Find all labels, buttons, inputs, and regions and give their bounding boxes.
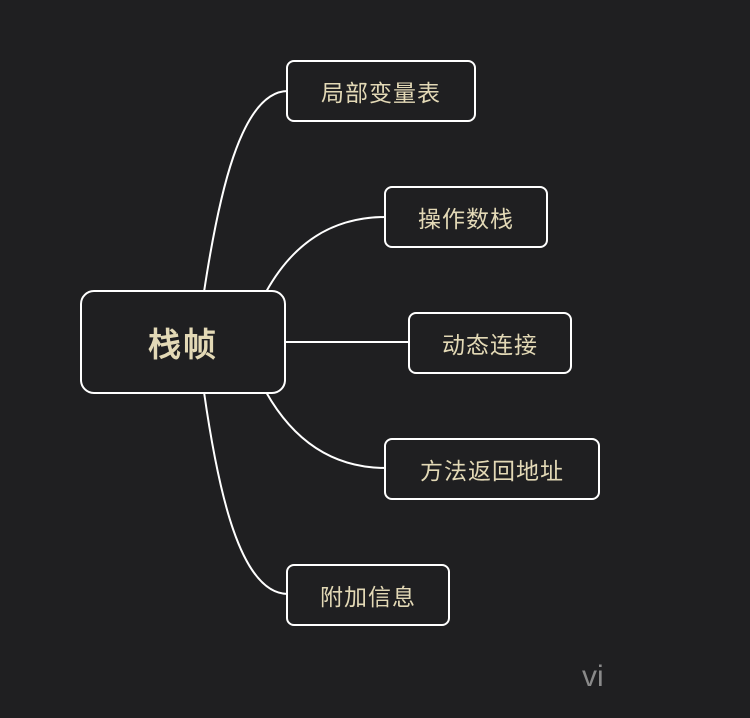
link-operand-stack (265, 216, 387, 293)
link-additional-info (203, 391, 289, 595)
child-node-label: 操作数栈 (418, 207, 514, 233)
child-node-label: 方法返回地址 (420, 459, 564, 485)
child-node-operand-stack[interactable]: 操作数栈 (384, 186, 548, 248)
child-node-dynamic-linking[interactable]: 动态连接 (408, 312, 572, 374)
child-node-label: 动态连接 (442, 333, 538, 359)
link-return-address (265, 391, 387, 469)
child-node-label: 局部变量表 (321, 81, 441, 107)
link-local-variables (203, 90, 289, 293)
root-node-label: 栈帧 (148, 325, 218, 364)
child-node-label: 附加信息 (320, 585, 416, 611)
watermark-text: vi (582, 660, 604, 693)
child-node-local-variables[interactable]: 局部变量表 (286, 60, 476, 122)
child-node-return-address[interactable]: 方法返回地址 (384, 438, 600, 500)
child-node-additional-info[interactable]: 附加信息 (286, 564, 450, 626)
root-node-stack-frame[interactable]: 栈帧 (80, 290, 286, 394)
